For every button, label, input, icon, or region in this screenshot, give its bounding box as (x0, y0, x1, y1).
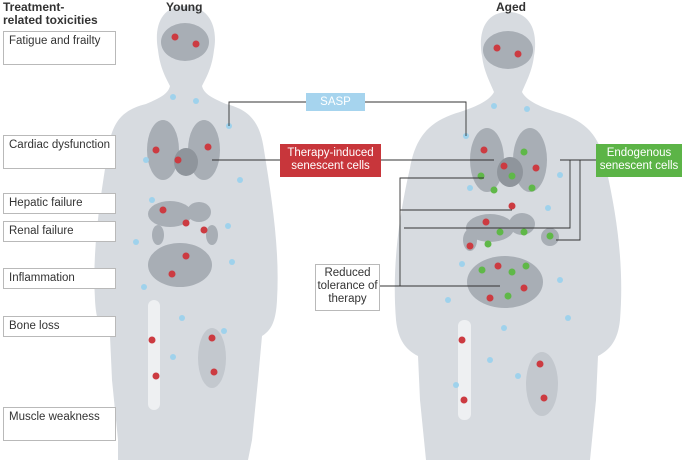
therapy-induced-dots (148, 33, 548, 404)
aged-femur (458, 320, 471, 420)
aged-stomach (509, 213, 535, 235)
sasp-connector-young (228, 101, 306, 126)
reduced-connector-stomach (404, 160, 571, 229)
endogenous-connector-kidney (556, 160, 581, 241)
aged-intestines (467, 256, 543, 308)
sasp-dots (133, 94, 571, 388)
toxicity-renal: Renal failure (3, 221, 116, 242)
young-heart (174, 148, 198, 176)
sasp-label: SASP (306, 93, 365, 111)
endogenous-dots (477, 148, 554, 300)
young-intestines (148, 243, 212, 287)
toxicity-inflammation: Inflammation (3, 268, 116, 289)
aged-heart (497, 157, 523, 187)
connector-lines (212, 101, 596, 287)
young-kidney-right (206, 225, 218, 245)
young-femur (148, 300, 160, 410)
young-liver (148, 201, 192, 227)
sasp-connector-aged (365, 101, 467, 136)
young-heading: Young (166, 0, 203, 14)
aged-muscle (526, 352, 558, 416)
young-lung-left (147, 120, 179, 180)
reduced-tolerance-label: Reduced tolerance of therapy (315, 264, 380, 311)
toxicity-cardiac: Cardiac dysfunction (3, 135, 116, 169)
young-kidney-left (152, 225, 164, 245)
endogenous-label: Endogenous senescent cells (596, 144, 682, 177)
young-body (94, 6, 278, 460)
aged-kidney-left (463, 229, 477, 251)
aged-brain (483, 31, 533, 69)
therapy-induced-label: Therapy-induced senescent cells (280, 144, 381, 177)
toxicity-hepatic: Hepatic failure (3, 193, 116, 214)
toxicity-muscle-weakness: Muscle weakness (3, 407, 116, 441)
young-stomach (187, 202, 211, 222)
toxicity-bone-loss: Bone loss (3, 316, 116, 337)
young-brain (161, 23, 209, 61)
aged-heading: Aged (496, 0, 526, 14)
toxicities-heading: Treatment- related toxicities (3, 0, 98, 27)
young-muscle (198, 328, 226, 388)
toxicity-fatigue: Fatigue and frailty (3, 31, 116, 65)
